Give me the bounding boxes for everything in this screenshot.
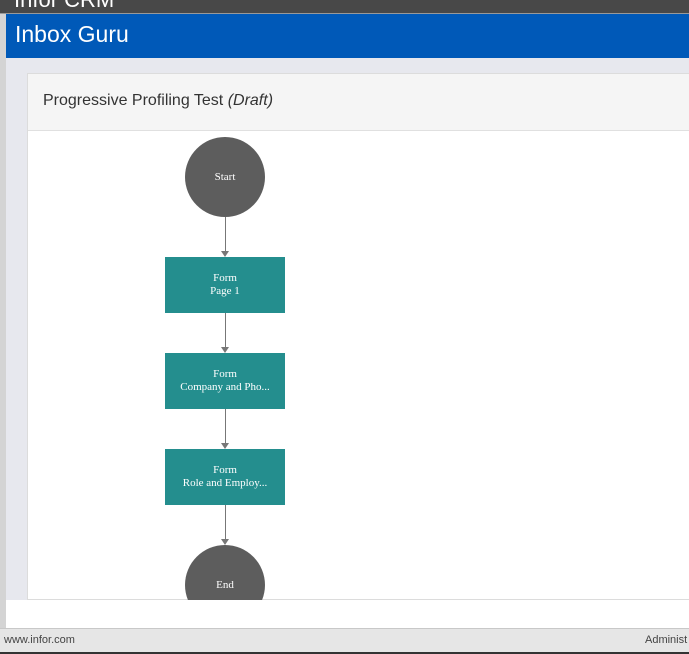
- step-name: Page 1: [210, 285, 240, 297]
- left-edge: [0, 14, 6, 628]
- start-node[interactable]: Start: [185, 137, 265, 217]
- top-nav-bar: Infor CRM: [0, 0, 689, 14]
- page-bottom: [6, 600, 689, 628]
- end-node[interactable]: End: [185, 545, 265, 600]
- bottom-edge: [0, 652, 689, 654]
- start-label: Start: [214, 170, 236, 183]
- connector: [225, 217, 226, 251]
- workflow-title: Progressive Profiling Test: [43, 92, 224, 109]
- arrow-icon: [221, 251, 229, 257]
- connector: [225, 505, 226, 539]
- arrow-icon: [221, 539, 229, 545]
- footer-user: Administ: [645, 634, 688, 646]
- step-type: Form: [213, 272, 237, 284]
- app-header: Inbox Guru: [6, 14, 689, 58]
- card-header: Progressive Profiling Test (Draft): [28, 74, 689, 131]
- footer-link[interactable]: www.infor.com: [4, 634, 75, 646]
- step-name: Role and Employ...: [182, 477, 268, 489]
- workflow-status: (Draft): [227, 92, 274, 109]
- brand-logo[interactable]: Infor CRM: [14, 0, 114, 13]
- step-type: Form: [213, 464, 237, 476]
- arrow-icon: [221, 443, 229, 449]
- connector: [225, 409, 226, 443]
- connector: [225, 313, 226, 347]
- step-name: Company and Pho...: [180, 381, 270, 393]
- app-title: Inbox Guru: [15, 21, 129, 47]
- end-label: End: [216, 578, 234, 591]
- status-bar: www.infor.com Administ: [0, 628, 689, 652]
- step-type: Form: [213, 368, 237, 380]
- arrow-icon: [221, 347, 229, 353]
- workflow-card: Progressive Profiling Test (Draft): [27, 73, 689, 600]
